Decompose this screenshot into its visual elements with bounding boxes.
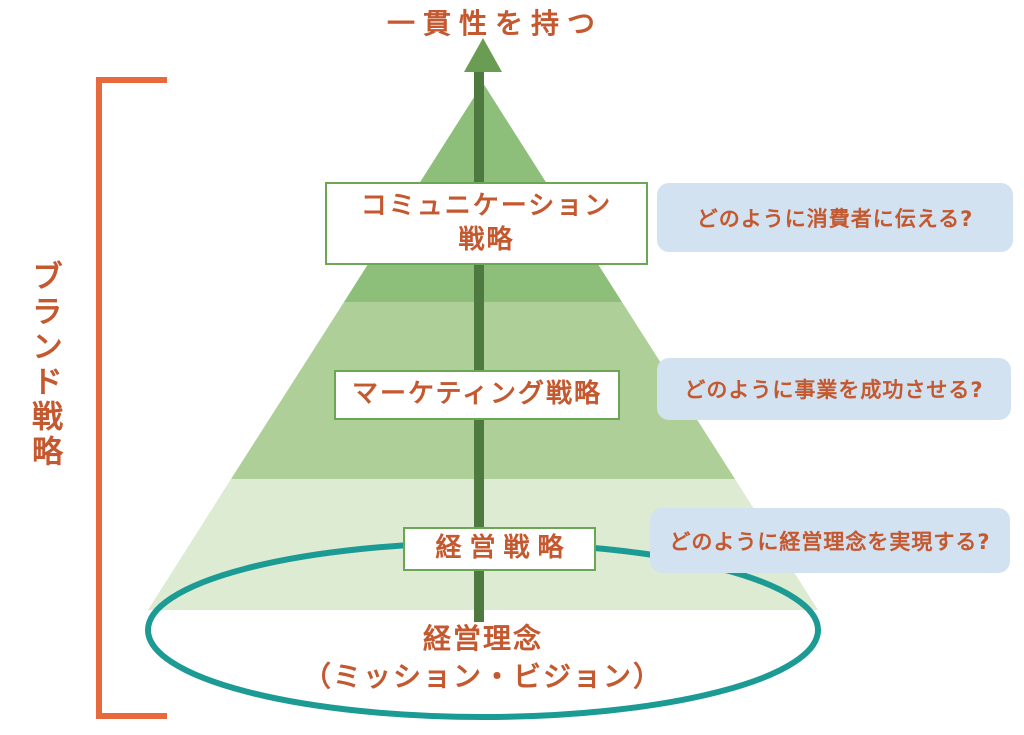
question-text: どのように経営理念を実現する? (669, 529, 991, 554)
foundation-label: 経営理念 （ミッション・ビジョン） (302, 622, 663, 693)
arrow-shaft (474, 60, 484, 622)
brand-strategy-side-label: ブランド戦略 (26, 260, 62, 470)
level-box-management-strategy: 経営戦略 (403, 527, 596, 571)
question-bubble-management: どのように経営理念を実現する? (650, 508, 1010, 573)
level-label: 経営戦略 (435, 533, 572, 564)
question-text: どのように消費者に伝える? (696, 206, 974, 231)
level-label: コミュニケーション 戦略 (360, 190, 613, 255)
diagram-title: 一貫性を持つ (386, 7, 603, 40)
arrow-up-icon (464, 38, 502, 72)
level-box-marketing-strategy: マーケティング戦略 (334, 370, 620, 420)
question-text: どのように事業を成功させる? (684, 378, 984, 402)
level-box-communication-strategy: コミュニケーション 戦略 (325, 182, 648, 265)
level-label: マーケティング戦略 (352, 379, 602, 410)
question-bubble-communication: どのように消費者に伝える? (657, 183, 1013, 252)
question-bubble-marketing: どのように事業を成功させる? (657, 358, 1011, 420)
brand-strategy-bracket (96, 77, 167, 719)
